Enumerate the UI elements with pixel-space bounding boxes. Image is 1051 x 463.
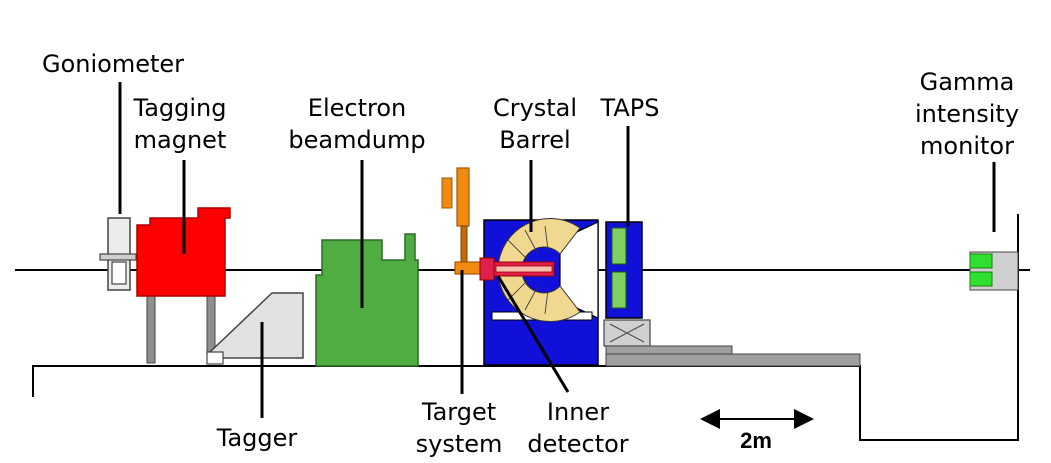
pointer-inner-detector bbox=[496, 275, 570, 393]
tagger-component bbox=[206, 292, 304, 365]
label-crystal-barrel-line1: Crystal bbox=[493, 94, 577, 122]
rail-component bbox=[605, 345, 861, 367]
crystal-barrel-component bbox=[483, 218, 599, 366]
label-taps: TAPS bbox=[600, 94, 660, 122]
taps-component bbox=[603, 221, 651, 347]
inner-detector-component bbox=[479, 257, 555, 281]
label-goniometer: Goniometer bbox=[42, 50, 184, 78]
scale-label: 2m bbox=[740, 428, 772, 453]
label-inner-detector-line1: Inner bbox=[547, 398, 609, 426]
label-beamdump-line1: Electron bbox=[308, 94, 406, 122]
label-gamma-line3: monitor bbox=[920, 132, 1014, 160]
label-gamma-line2: intensity bbox=[915, 100, 1019, 128]
goniometer-component bbox=[99, 217, 137, 291]
gamma-monitor-component bbox=[969, 251, 1019, 291]
label-inner-detector-line2: detector bbox=[527, 430, 628, 458]
beamdump-component bbox=[315, 233, 419, 367]
label-target-system-line2: system bbox=[416, 430, 503, 458]
label-tagging-magnet-line1: Tagging bbox=[133, 94, 227, 122]
target-system-component bbox=[441, 167, 486, 275]
label-crystal-barrel-line2: Barrel bbox=[499, 126, 570, 154]
label-beamdump-line2: beamdump bbox=[288, 126, 425, 154]
label-target-system-line1: Target bbox=[421, 398, 496, 426]
label-tagging-magnet-line2: magnet bbox=[134, 126, 227, 154]
floor-outline bbox=[32, 214, 1019, 441]
label-gamma-line1: Gamma bbox=[920, 68, 1015, 96]
label-tagger: Tagger bbox=[216, 424, 298, 452]
